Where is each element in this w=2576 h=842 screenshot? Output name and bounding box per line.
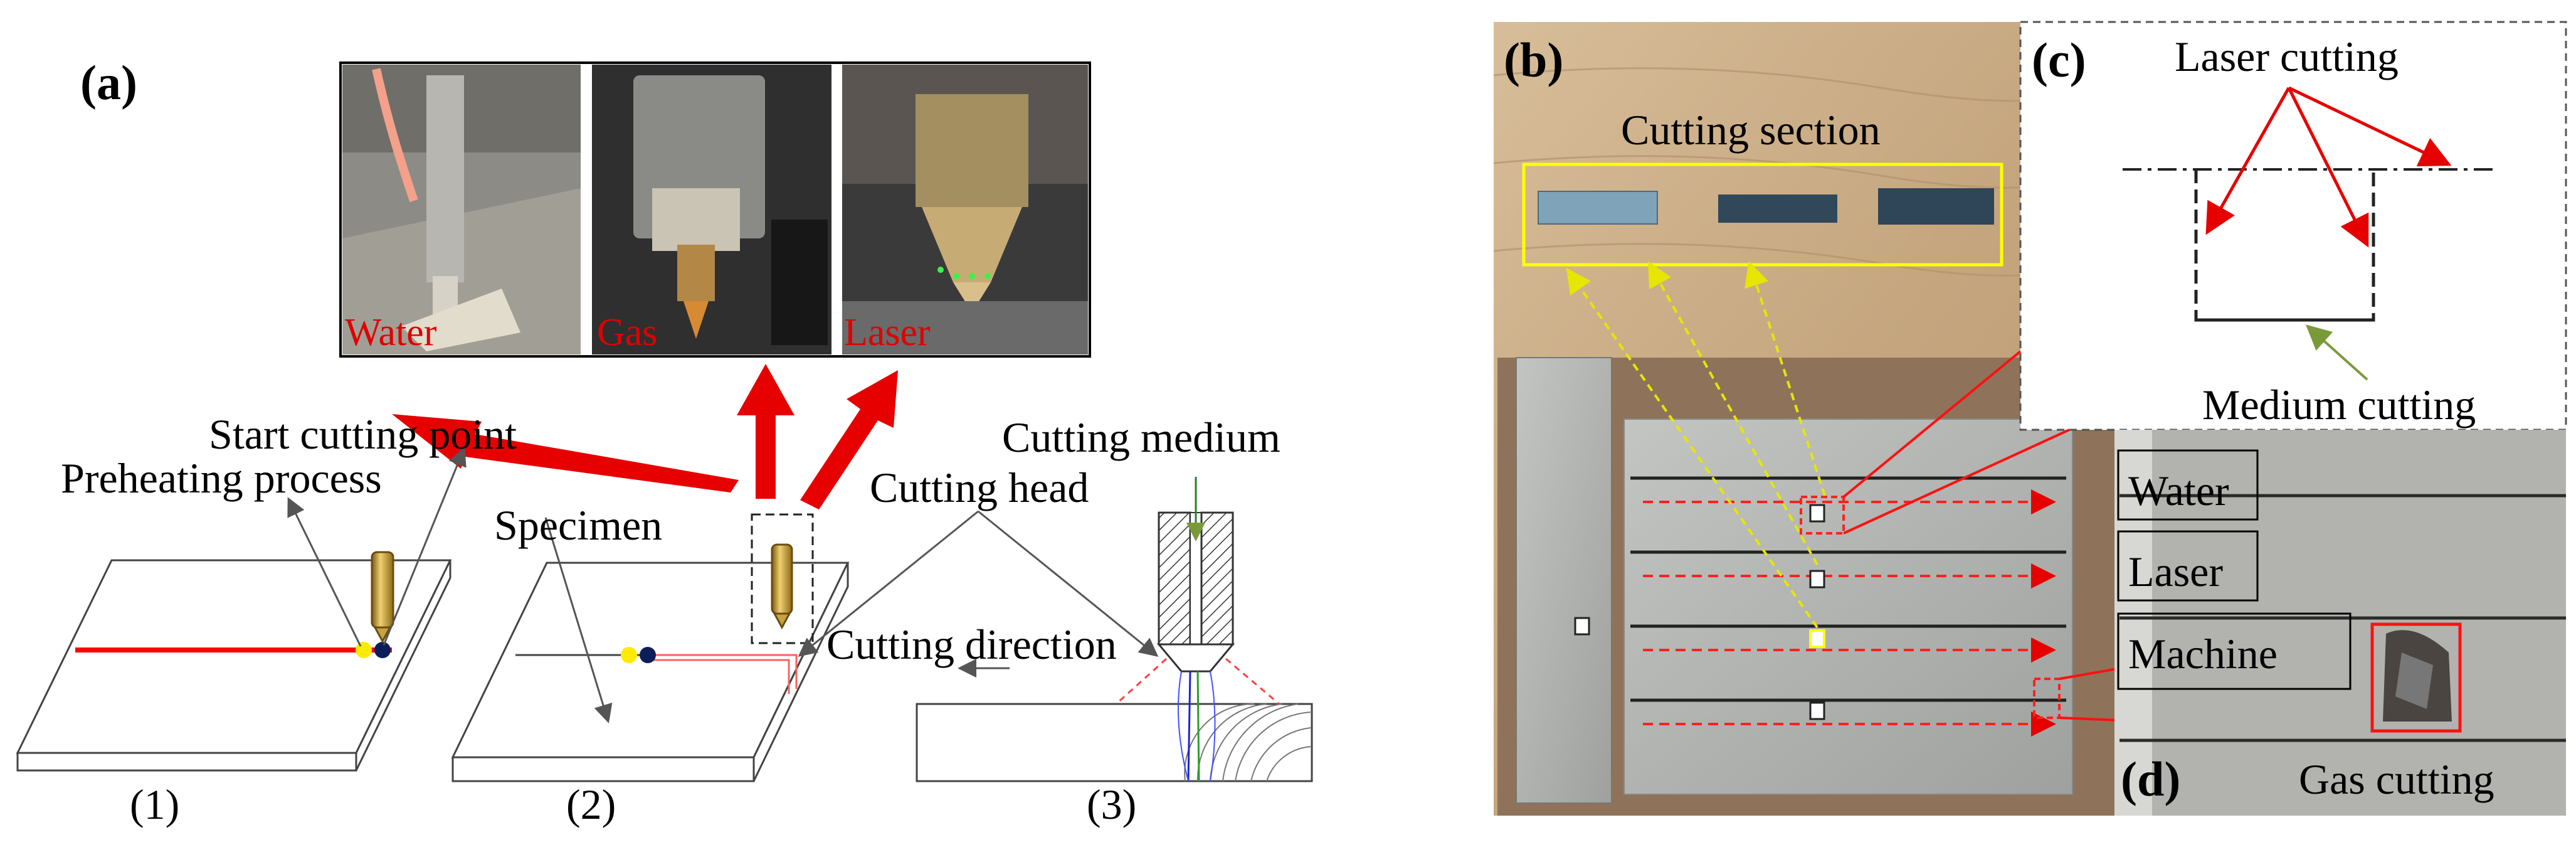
- start-cutting-point-label: Start cutting point: [209, 410, 517, 458]
- laser-leaders: [2205, 86, 2452, 248]
- gas-detail-box: [2033, 678, 2061, 719]
- section-sample-gas: [1878, 188, 1994, 225]
- panel-c: (c) Laser cutting Medium cutting: [2019, 21, 2567, 431]
- medium-cutting-label: Medium cutting: [2202, 381, 2476, 429]
- panel-b: (b) Cutting section: [1493, 22, 2116, 816]
- laser-caption: Laser: [844, 311, 931, 354]
- gas-cut-highlight: [2370, 622, 2462, 733]
- panel-c-label: (c): [2032, 33, 2086, 87]
- panel-a-label: (a): [80, 55, 137, 110]
- panel-b-label: (b): [1504, 33, 1563, 87]
- step-1-label: (1): [130, 781, 179, 828]
- box-machine-label: Machine: [2128, 630, 2278, 678]
- panel-d: Water Laser Machine (d) Gas cutting: [2114, 430, 2566, 816]
- laser-cutting-label: Laser cutting: [2175, 33, 2399, 80]
- specimen-label: Specimen: [494, 501, 662, 549]
- gas-cutting-photo: Gas: [592, 65, 831, 354]
- cutting-direction-label: Cutting direction: [826, 621, 1117, 668]
- box-laser-label: Laser: [2128, 548, 2223, 595]
- medium-leader: [2306, 324, 2368, 381]
- photo-strip: Water Gas: [339, 61, 1091, 358]
- section-sample-laser: [1718, 195, 1837, 223]
- preheating-process-label: Preheating process: [61, 454, 382, 502]
- gas-caption: Gas: [597, 311, 657, 354]
- cutting-section-label: Cutting section: [1621, 106, 1881, 154]
- cutting-head-label: Cutting head: [870, 464, 1089, 511]
- section-leaders: [1566, 261, 1826, 629]
- water-caption: Water: [345, 311, 437, 354]
- section-sample-water: [1538, 191, 1658, 225]
- arrow-to-gas: [737, 364, 794, 499]
- laser-detail-box: [1800, 496, 1845, 535]
- cutting-head-leaders: [798, 510, 1159, 657]
- step-1-diagram: [16, 447, 467, 772]
- cut-lines: [1630, 476, 2066, 702]
- steel-plate: [1623, 418, 2073, 795]
- method-boxes: [2117, 449, 2352, 690]
- cut-direction-arrows: [1643, 489, 2056, 737]
- arrow-to-laser: [800, 370, 898, 509]
- panel-a: (a) Water Gas: [16, 55, 1313, 828]
- red-process-arrows: [392, 364, 898, 509]
- water-jet-photo: Water: [342, 65, 581, 354]
- panel-d-label: (d): [2121, 752, 2180, 806]
- step-3-diagram: [916, 477, 1313, 782]
- arrow-to-water: [392, 414, 739, 493]
- gas-cutting-label: Gas cutting: [2299, 755, 2494, 803]
- panel-c-frame: [2019, 21, 2567, 431]
- laser-cutting-photo: Laser: [842, 65, 1088, 354]
- box-water-label: Water: [2128, 467, 2229, 514]
- step-2-label: (2): [566, 781, 616, 828]
- cut-profile: [2194, 169, 2375, 322]
- step-2-diagram: [451, 513, 850, 782]
- step-3-label: (3): [1087, 781, 1136, 828]
- reference-strip: [1516, 357, 1612, 804]
- cutting-medium-label: Cutting medium: [1002, 413, 1280, 461]
